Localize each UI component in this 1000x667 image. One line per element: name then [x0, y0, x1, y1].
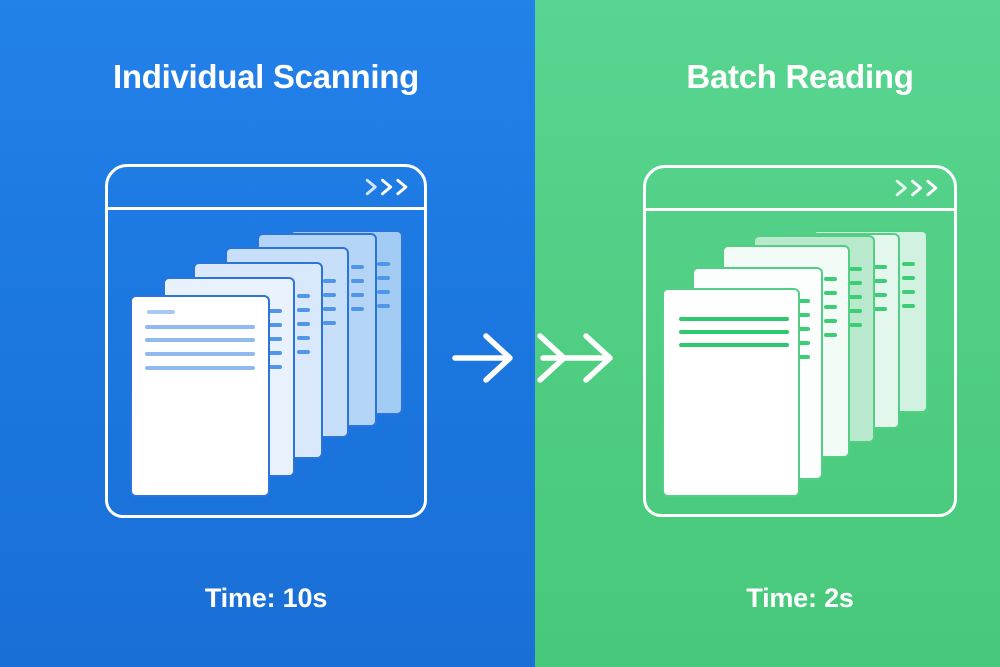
left-time-label: Time: 10s	[204, 583, 328, 613]
triple-chevron-right-icon	[895, 179, 938, 197]
right-browser-window	[643, 165, 957, 517]
left-browser-window	[105, 164, 427, 518]
right-window-titlebar	[646, 168, 954, 211]
triple-chevron-right-icon	[365, 178, 408, 196]
transition-arrows	[452, 333, 613, 383]
right-time-label: Time: 2s	[746, 583, 854, 613]
arrow-right-icon	[452, 333, 513, 383]
left-window-titlebar	[108, 167, 424, 210]
double-arrow-right-icon	[537, 333, 613, 383]
right-panel-title: Batch Reading	[686, 58, 914, 95]
panel-individual-scanning: Individual Scanning Time: 10s	[0, 0, 535, 667]
left-panel-title: Individual Scanning	[113, 58, 419, 95]
